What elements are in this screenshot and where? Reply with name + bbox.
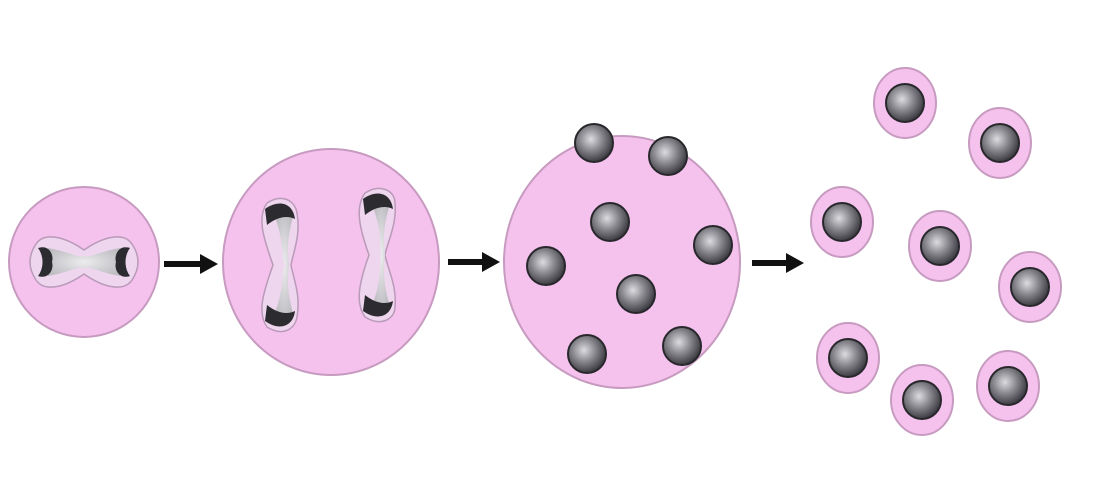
nucleus — [649, 137, 687, 175]
daughter-cell — [811, 187, 873, 257]
daughter-cell — [969, 108, 1031, 178]
stage-1-dividing-nucleus — [9, 187, 159, 337]
daughter-cell — [999, 252, 1061, 322]
daughter-cell — [891, 365, 953, 435]
nucleus — [575, 124, 613, 162]
nucleus — [694, 226, 732, 264]
daughter-cell — [909, 211, 971, 281]
arrow-right-icon — [448, 252, 500, 272]
arrow-right-icon — [164, 254, 218, 274]
nucleus — [663, 327, 701, 365]
cell-body — [223, 149, 439, 375]
nucleus — [527, 247, 565, 285]
arrow-right-icon — [752, 253, 804, 273]
stage-3-multinucleate-cell — [504, 124, 740, 388]
daughter-cell — [817, 323, 879, 393]
stage-4-separated-daughter-cells — [811, 68, 1061, 435]
daughter-cell — [977, 351, 1039, 421]
daughter-cell — [874, 68, 936, 138]
nucleus — [617, 275, 655, 313]
stage-2-two-dividing-nuclei — [223, 149, 439, 375]
nucleus — [591, 203, 629, 241]
nucleus — [568, 335, 606, 373]
